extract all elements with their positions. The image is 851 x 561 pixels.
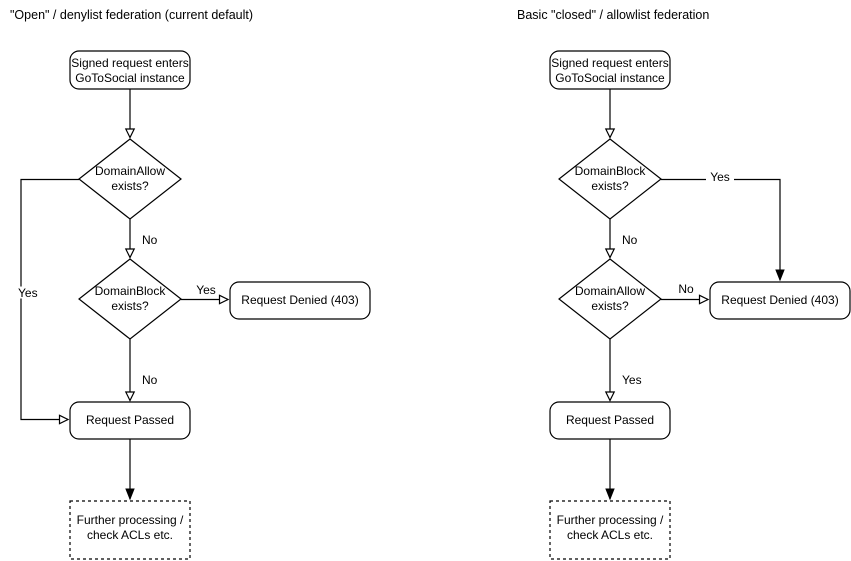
decision1-label: exists? (591, 179, 629, 193)
further-processing-node (549, 500, 671, 560)
request-denied-label: Request Denied (403) (241, 293, 358, 307)
edge-label-background (16, 286, 42, 299)
further-processing-label: Further processing / (77, 513, 184, 527)
decision1-domainallow-node (78, 138, 182, 220)
decision2-domainallow-node (558, 258, 662, 340)
decision2-label: DomainAllow (575, 284, 645, 298)
decision1-domainblock-node (558, 138, 662, 220)
decision1-label: DomainAllow (95, 164, 165, 178)
edge-decision1-yes-to-passed (20, 178, 79, 425)
edge-label-yes: Yes (622, 373, 642, 387)
edge-label-no: No (142, 233, 158, 247)
diagram-closed-allowlist: Basic "closed" / allowlist federation Ye… (517, 8, 851, 560)
edge-label-yes: Yes (18, 286, 38, 300)
diagram-title: "Open" / denylist federation (current de… (10, 8, 253, 22)
decision2-label: DomainBlock (95, 284, 167, 298)
diagram-title: Basic "closed" / allowlist federation (517, 8, 709, 22)
start-node-label: Signed request enters (71, 56, 188, 70)
start-node (69, 50, 191, 90)
decision2-domainblock-node (78, 258, 182, 340)
start-node-label: GoToSocial instance (75, 71, 185, 85)
start-node-label: GoToSocial instance (555, 71, 665, 85)
request-passed-node (69, 401, 191, 440)
request-passed-label: Request Passed (566, 413, 654, 427)
edge-label-yes: Yes (196, 283, 216, 297)
request-denied-node (229, 281, 371, 320)
start-node (549, 50, 671, 90)
decision1-label: exists? (111, 179, 149, 193)
decision2-label: exists? (591, 299, 629, 313)
further-processing-label: check ACLs etc. (87, 528, 173, 542)
edge-decision1-yes-to-denied (661, 178, 785, 282)
diagram-open-denylist: "Open" / denylist federation (current de… (10, 8, 371, 560)
edge-label-yes: Yes (710, 170, 730, 184)
start-node-label: Signed request enters (551, 56, 668, 70)
further-processing-label: Further processing / (557, 513, 664, 527)
edge-label-background (706, 169, 734, 183)
decision1-label: DomainBlock (575, 164, 647, 178)
edge-label-no: No (142, 373, 158, 387)
request-passed-node (549, 401, 671, 440)
decision2-label: exists? (111, 299, 149, 313)
request-denied-label: Request Denied (403) (721, 293, 838, 307)
request-denied-node (709, 281, 851, 320)
further-processing-node (69, 500, 191, 560)
request-passed-label: Request Passed (86, 413, 174, 427)
further-processing-label: check ACLs etc. (567, 528, 653, 542)
edge-label-no: No (678, 282, 694, 296)
edge-label-no: No (622, 233, 638, 247)
